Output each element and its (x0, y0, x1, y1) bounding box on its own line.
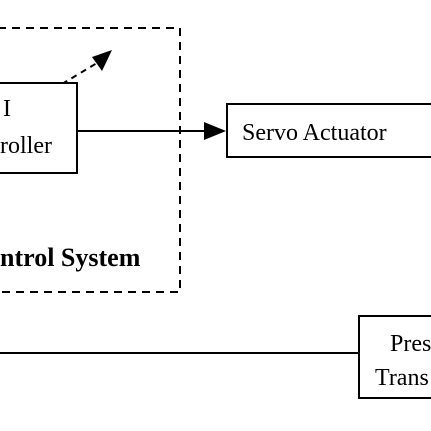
controller-label-line2: roller (0, 133, 52, 159)
servo-actuator-block (226, 103, 431, 158)
control-system-dashed-boundary (0, 27, 181, 293)
servo-actuator-label: Servo Actuator (242, 120, 387, 146)
pressure-transducer-label-line1: Pres (390, 331, 431, 357)
tuning-dashed-line (61, 62, 98, 85)
tuning-arrowhead (92, 50, 112, 71)
control-system-label: ntrol System (0, 243, 141, 272)
pressure-transducer-label-line2: Trans (375, 365, 429, 391)
controller-block (0, 82, 78, 174)
servo-input-arrowhead (204, 122, 226, 140)
controller-label-line1: I (3, 96, 11, 122)
pressure-transducer-block (358, 315, 431, 399)
